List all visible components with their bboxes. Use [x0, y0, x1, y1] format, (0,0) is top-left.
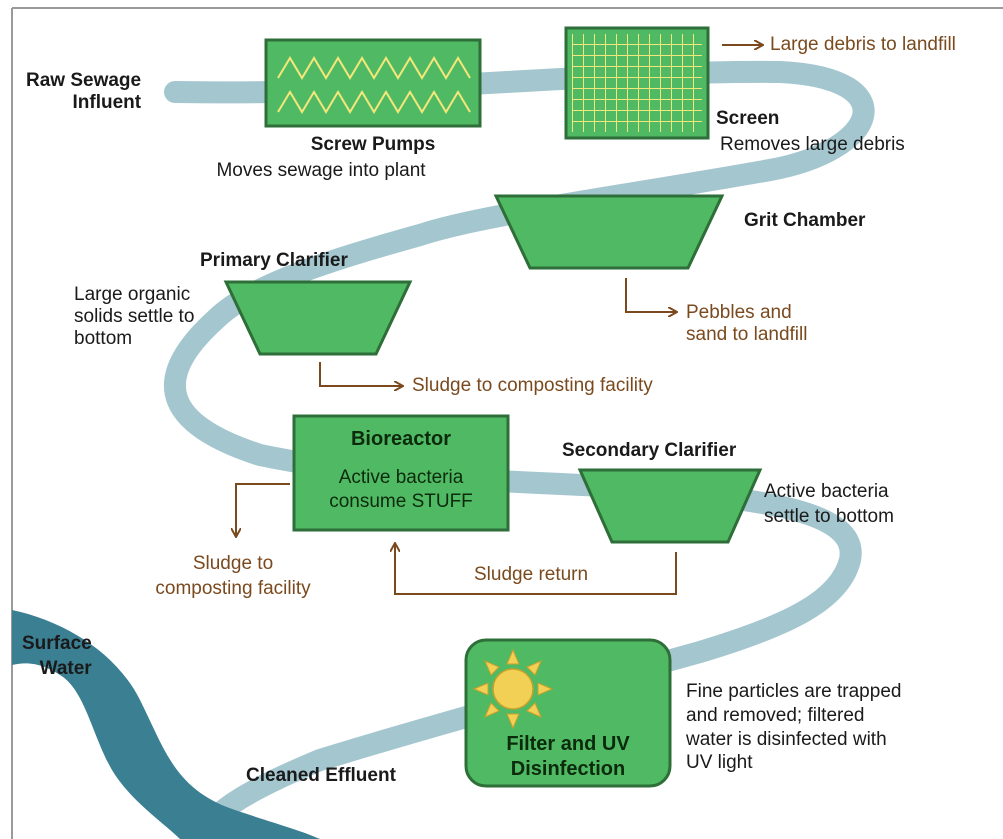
primary-clarifier-shape [223, 280, 413, 356]
surface-water-river [12, 610, 320, 839]
effluent-label: Cleaned Effluent [246, 765, 396, 786]
screen-box [564, 26, 710, 140]
influent-label: Raw Sewage Influent [26, 70, 142, 113]
bioreactor-box [292, 414, 510, 532]
primary-sludge-label: Sludge to composting facility [412, 375, 653, 396]
screen-desc: Removes large debris [720, 134, 905, 155]
sludge-return-label: Sludge return [474, 564, 589, 585]
sludge-return-arrow [395, 544, 677, 595]
bioreactor-title: Bioreactor [350, 428, 452, 450]
sun-icon [472, 648, 554, 730]
bioreactor-sludge-label: Sludge to composting facility [155, 553, 311, 599]
secondary-clarifier-desc: Active bacteria settle to bottom [764, 481, 894, 527]
filter-uv-title: Filter and UV Disinfection [506, 733, 630, 780]
filter-uv-desc: Fine particles are trapped and removed; … [686, 681, 902, 774]
screw-pumps-title: Screw Pumps [310, 134, 436, 155]
screen-title: Screen [716, 108, 780, 129]
primary-clarifier-title: Primary Clarifier [200, 250, 348, 271]
grit-chamber-output: Pebbles and sand to landfill [686, 302, 808, 345]
secondary-clarifier-title: Secondary Clarifier [562, 440, 737, 461]
primary-clarifier-desc: Large organic solids settle to bottom [74, 284, 195, 349]
bioreactor-desc: Active bacteria consume STUFF [329, 467, 473, 512]
grit-output-arrow [625, 278, 676, 312]
bioreactor-sludge-arrow [236, 483, 290, 536]
surface-water-label: Surface Water [22, 633, 92, 679]
grit-chamber-title: Grit Chamber [744, 210, 866, 231]
screw-wave-bottom [277, 90, 471, 114]
secondary-clarifier-shape [577, 468, 763, 544]
screw-wave-top [277, 56, 471, 80]
screw-pumps-desc: Moves sewage into plant [216, 160, 426, 181]
primary-sludge-arrow [319, 362, 402, 386]
screen-output-label: Large debris to landfill [770, 34, 956, 55]
grit-chamber-shape [493, 194, 725, 270]
screw-pumps-box [264, 38, 482, 128]
